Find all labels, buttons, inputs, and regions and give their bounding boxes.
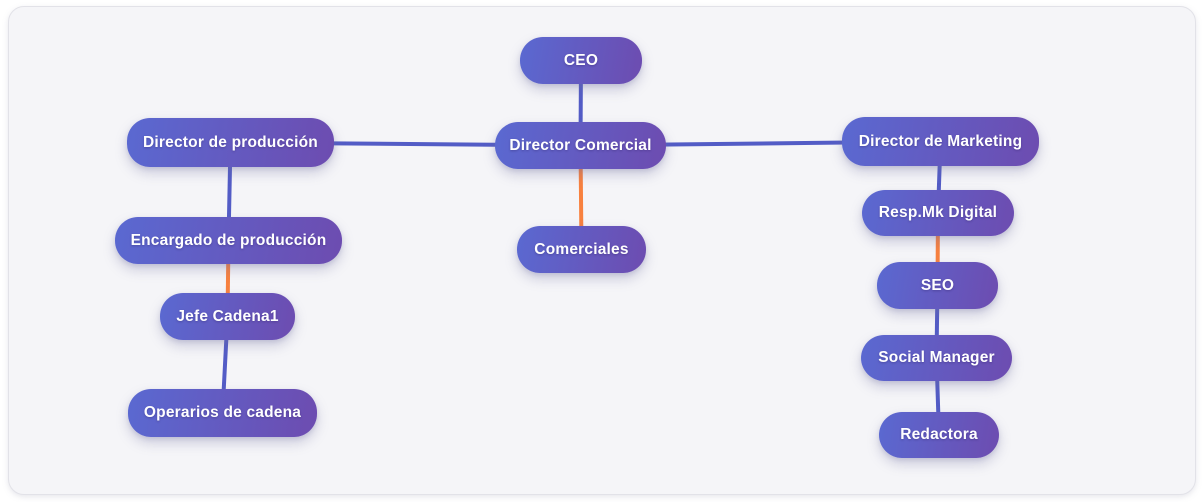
- org-node-social-manager[interactable]: Social Manager: [861, 335, 1012, 381]
- org-node-label: Social Manager: [878, 349, 995, 366]
- org-node-label: Director de producción: [143, 133, 318, 151]
- org-node-label: SEO: [920, 276, 955, 294]
- org-node-label: CEO: [563, 51, 599, 69]
- org-node-encargado-produccion[interactable]: Encargado de producción: [115, 217, 342, 264]
- org-node-seo[interactable]: SEO: [877, 262, 998, 309]
- org-node-label: Jefe Cadena1: [176, 307, 279, 325]
- org-node-redactora[interactable]: Redactora: [879, 412, 999, 458]
- org-node-label: Operarios de cadena: [143, 404, 302, 421]
- org-node-resp-mk-digital[interactable]: Resp.Mk Digital: [862, 190, 1014, 236]
- org-node-label: Comerciales: [534, 240, 629, 258]
- org-node-director-marketing[interactable]: Director de Marketing: [842, 117, 1039, 166]
- org-node-director-comercial[interactable]: Director Comercial: [495, 122, 666, 169]
- org-node-label: Redactora: [900, 426, 978, 443]
- org-node-operarios-cadena[interactable]: Operarios de cadena: [128, 389, 317, 437]
- org-node-comerciales[interactable]: Comerciales: [517, 226, 646, 273]
- org-node-director-produccion[interactable]: Director de producción: [127, 118, 334, 167]
- org-node-label: Encargado de producción: [130, 231, 327, 249]
- org-node-label: Director de Marketing: [858, 132, 1023, 150]
- org-node-label: Director Comercial: [509, 136, 652, 154]
- org-node-ceo[interactable]: CEO: [520, 37, 642, 84]
- org-node-label: Resp.Mk Digital: [878, 204, 998, 221]
- org-node-jefe-cadena1[interactable]: Jefe Cadena1: [160, 293, 295, 340]
